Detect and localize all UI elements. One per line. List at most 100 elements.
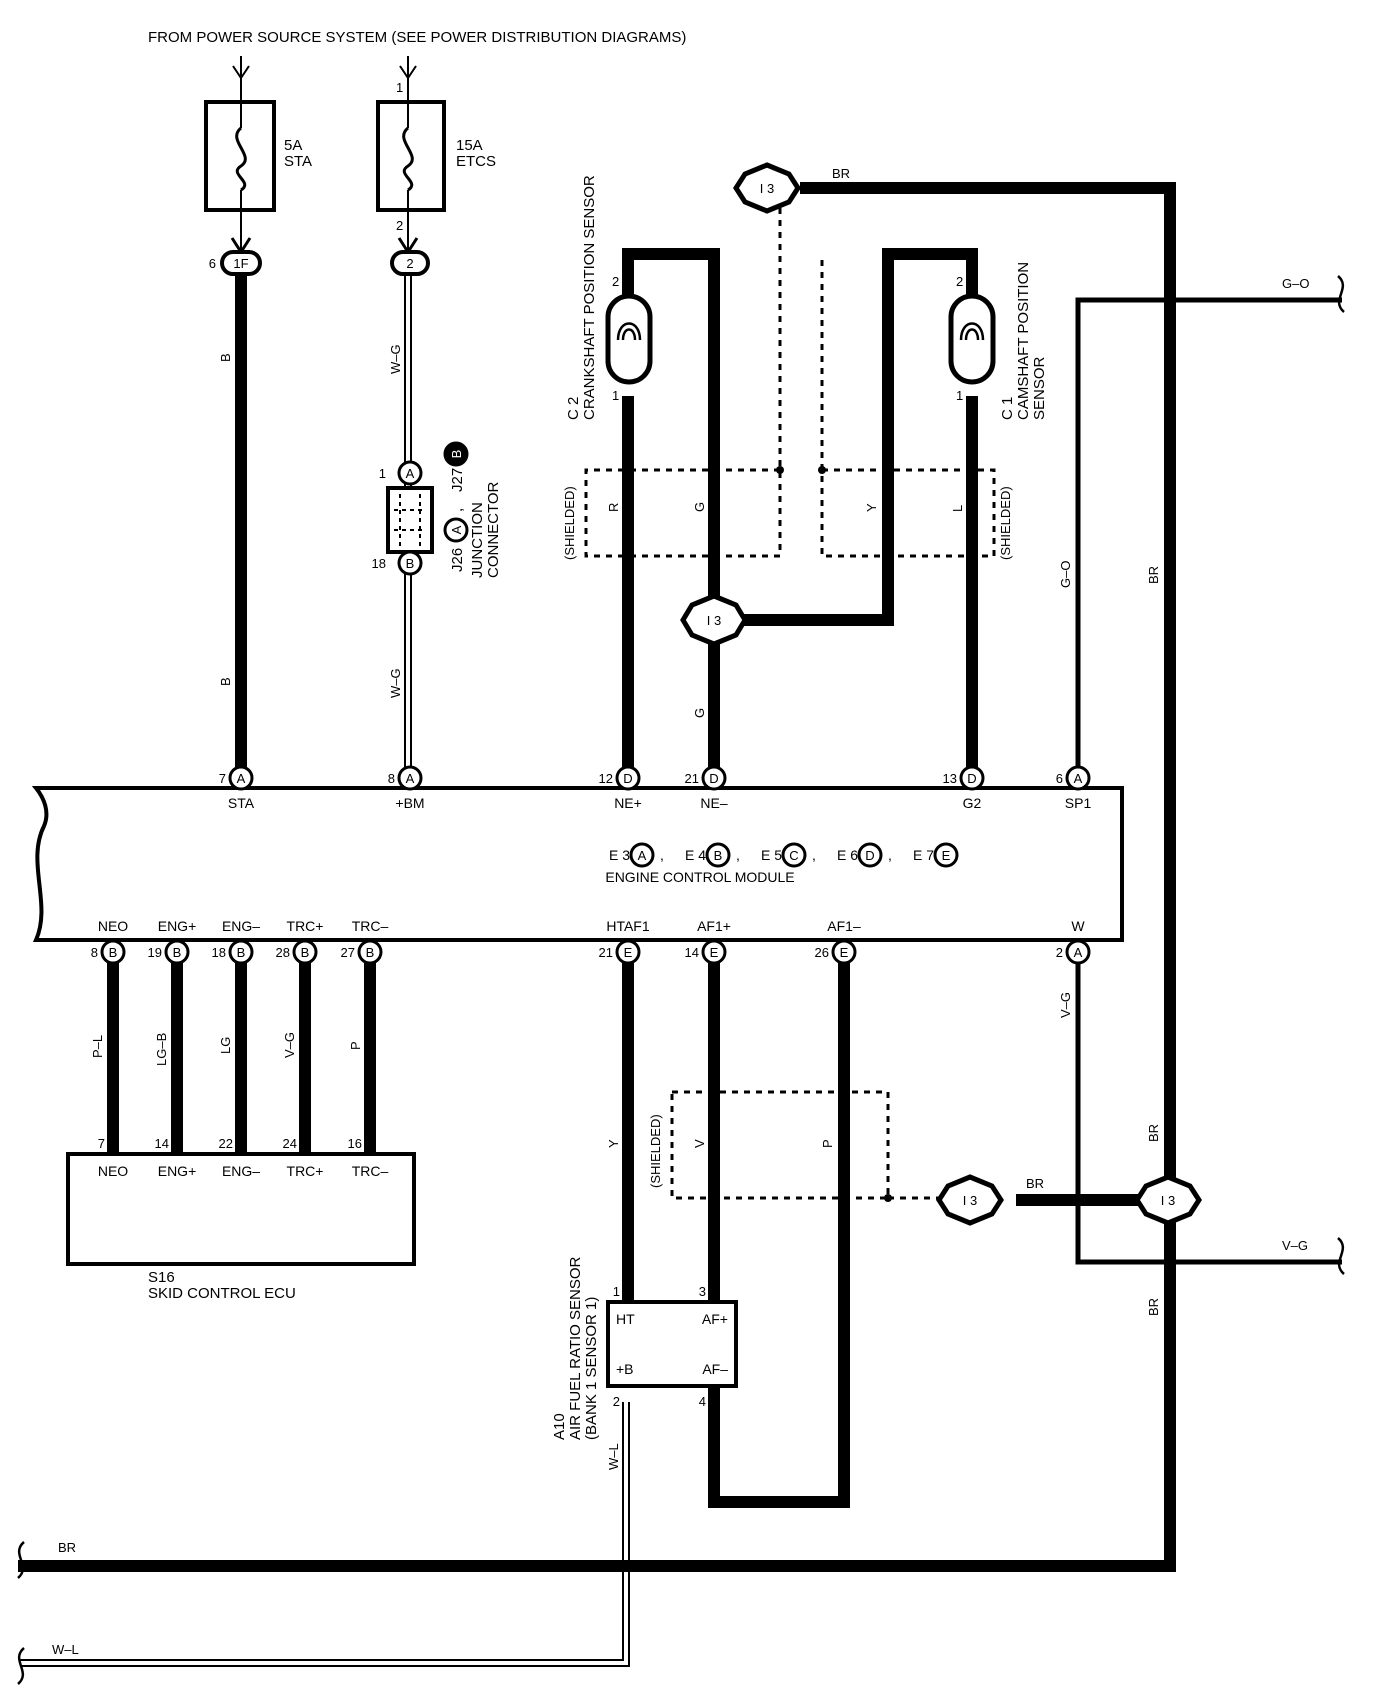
ecm-terminal-marker xyxy=(959,765,985,791)
fuse-etcs-name: ETCS xyxy=(456,153,496,170)
svg-text:W–L: W–L xyxy=(52,1642,79,1657)
ecm-terminal-conn: A xyxy=(237,771,246,786)
svg-text:2: 2 xyxy=(956,274,963,289)
af-sensor-bank: (BANK 1 SENSOR 1) xyxy=(583,1297,600,1440)
ecm-terminal-label: ENG+ xyxy=(158,918,197,934)
junction-j26: J26 xyxy=(449,548,466,572)
skid-terminal-label: NEO xyxy=(98,1163,128,1179)
skid-terminal-label: TRC+ xyxy=(287,1163,324,1179)
ecm-terminal-marker xyxy=(701,939,727,965)
ecm-terminal-label: AF1+ xyxy=(697,918,731,934)
svg-text:LG: LG xyxy=(218,1037,233,1054)
fuse-icon xyxy=(235,126,247,192)
header-text: FROM POWER SOURCE SYSTEM (SEE POWER DIST… xyxy=(148,29,686,46)
ecm-terminal-marker xyxy=(357,939,383,965)
junction-j27: J27 xyxy=(449,468,466,492)
svg-text:I 3: I 3 xyxy=(760,181,774,196)
ecm-terminal-conn: D xyxy=(709,771,718,786)
svg-text:G: G xyxy=(692,708,707,718)
ecm-connector-name: E 7 xyxy=(913,847,934,863)
wire-g-o xyxy=(1075,297,1342,775)
svg-text:BR: BR xyxy=(1146,566,1161,584)
skid-terminal-label: ENG– xyxy=(222,1163,260,1179)
ecm-terminal-label: +BM xyxy=(395,795,424,811)
ecm-connector-id: C xyxy=(789,848,798,863)
ecm-terminal-label: NE– xyxy=(700,795,727,811)
ecm-connector-name: E 4 xyxy=(685,847,706,863)
svg-text:LG–B: LG–B xyxy=(154,1033,169,1066)
ecm-connector-sep: , xyxy=(736,847,740,863)
fuse-etcs-rating: 15A xyxy=(456,137,483,154)
ecm-terminal-marker xyxy=(164,939,190,965)
svg-text:1F: 1F xyxy=(233,256,248,271)
svg-text:BR: BR xyxy=(1146,1124,1161,1142)
skid-terminal-label: TRC– xyxy=(352,1163,389,1179)
ecm-terminal-conn: E xyxy=(710,945,719,960)
fuse-etcs: 1 2 15A ETCS xyxy=(376,56,496,260)
af-terminal-label: AF+ xyxy=(702,1311,728,1327)
ecm-connector-sep: , xyxy=(888,847,892,863)
ecm-terminal-label: G2 xyxy=(963,795,982,811)
crankshaft-sensor: 2 1 C 2 CRANKSHAFT POSITION SENSOR xyxy=(565,175,653,420)
ecm-terminal-conn: B xyxy=(173,945,182,960)
ecm-terminal-label: NE+ xyxy=(614,795,642,811)
svg-text:P: P xyxy=(820,1139,835,1148)
svg-text:G–O: G–O xyxy=(1058,561,1073,588)
svg-text:BR: BR xyxy=(1026,1176,1044,1191)
ecm-terminal-pin: 26 xyxy=(815,945,829,960)
svg-text:1: 1 xyxy=(956,388,963,403)
svg-text:1: 1 xyxy=(612,388,619,403)
ecm-terminal-label: TRC– xyxy=(352,918,389,934)
ecm-terminal-marker xyxy=(397,765,423,791)
ecm-terminal-label: AF1– xyxy=(827,918,861,934)
svg-text:R: R xyxy=(606,503,621,512)
ecm-terminal-conn: A xyxy=(406,771,415,786)
ecm-terminal-pin: 8 xyxy=(388,771,395,786)
sensor-coil-icon xyxy=(616,322,642,341)
ecm-terminal-pin: 2 xyxy=(1056,945,1063,960)
fuse-sta-rating: 5A xyxy=(284,137,302,154)
ecm-terminal-pin: 14 xyxy=(685,945,699,960)
svg-text:I 3: I 3 xyxy=(1161,1193,1175,1208)
wire-labels: B B W–G W–G R G G Y L G–O G–O BR BR BR B… xyxy=(52,166,1309,1657)
af-sensor-name: AIR FUEL RATIO SENSOR xyxy=(567,1256,584,1440)
svg-text:V: V xyxy=(692,1139,707,1148)
ecm-terminal-pin: 13 xyxy=(943,771,957,786)
af-terminal-label: +B xyxy=(616,1361,634,1377)
svg-text:A: A xyxy=(449,525,464,534)
svg-text:Y: Y xyxy=(606,1139,621,1148)
svg-text:18: 18 xyxy=(372,556,386,571)
ecm-connector-id: A xyxy=(638,848,647,863)
ecm-terminal-marker xyxy=(615,939,641,965)
ecm-terminal-conn: D xyxy=(967,771,976,786)
ecm-terminal-marker xyxy=(1065,939,1091,965)
ecm-terminal-pin: 12 xyxy=(599,771,613,786)
ecm-terminal-pin: 7 xyxy=(219,771,226,786)
svg-text:I 3: I 3 xyxy=(963,1193,977,1208)
ecm-terminal-conn: A xyxy=(1074,945,1083,960)
ecm-terminal-conn: E xyxy=(840,945,849,960)
sensor-coil-icon xyxy=(959,322,985,341)
ecm-connector-name: E 3 xyxy=(609,847,630,863)
af-terminal-pin: 1 xyxy=(613,1284,620,1299)
ecm-terminal-marker xyxy=(615,765,641,791)
i3-top: I 3 xyxy=(733,162,801,214)
af-terminal-label: HT xyxy=(616,1311,635,1327)
svg-text:B: B xyxy=(406,556,415,571)
svg-text:BR: BR xyxy=(58,1540,76,1555)
ecm-terminal-label: ENG– xyxy=(222,918,260,934)
svg-text:1: 1 xyxy=(379,466,386,481)
svg-text:B: B xyxy=(449,450,464,459)
ecm-terminal-marker xyxy=(831,939,857,965)
af-terminal-label: AF– xyxy=(702,1361,728,1377)
skid-control-ecu: S16 SKID CONTROL ECU xyxy=(66,1152,416,1302)
svg-text:P: P xyxy=(348,1041,363,1050)
ecm-terminal-label: TRC+ xyxy=(287,918,324,934)
svg-text:V–G: V–G xyxy=(282,1032,297,1058)
ecm-connector-sep: , xyxy=(812,847,816,863)
ecm-terminal-pin: 19 xyxy=(148,945,162,960)
svg-text:W–G: W–G xyxy=(388,344,403,374)
svg-text:G: G xyxy=(692,502,707,512)
